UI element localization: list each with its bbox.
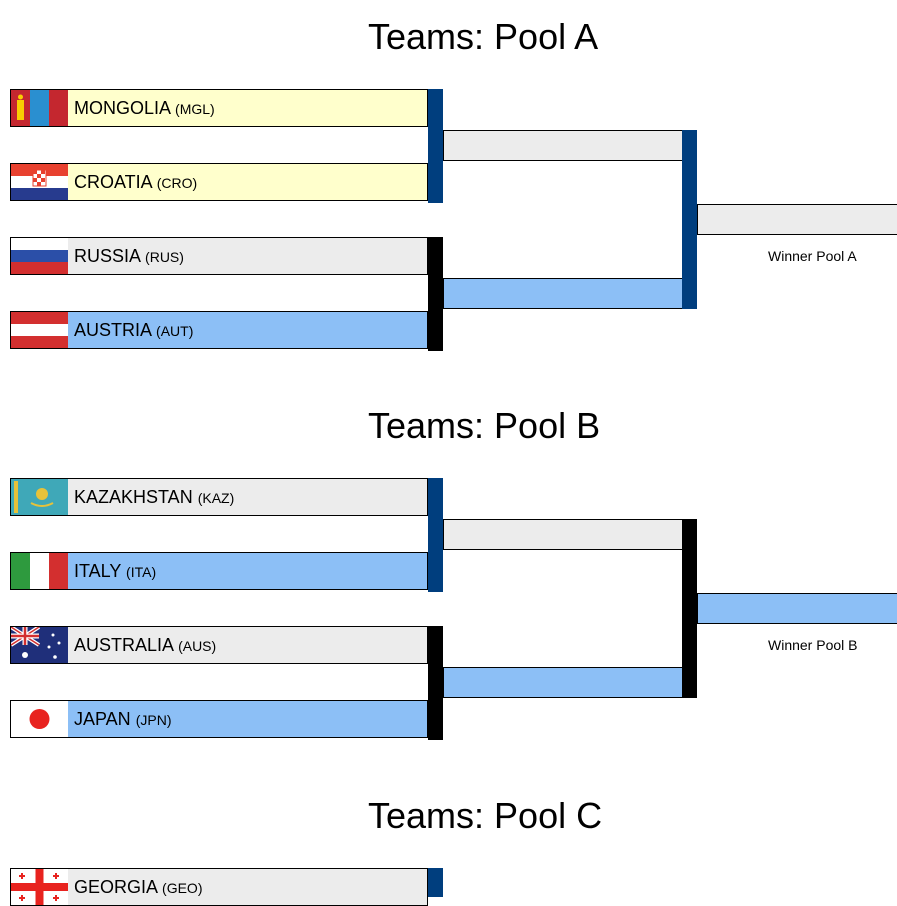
team-name: MONGOLIA (74, 98, 171, 118)
pool-title: Teams: Pool C (368, 795, 603, 836)
bracket-connector (428, 478, 443, 592)
pool-winner-slot[interactable] (697, 593, 897, 624)
team-name: KAZAKHSTAN (74, 487, 193, 507)
semifinal-slot[interactable] (443, 519, 683, 550)
pool-title: Teams: Pool B (368, 405, 601, 446)
team-code: (ITA) (126, 564, 157, 580)
bracket-connector (428, 626, 443, 740)
team-kazakhstan[interactable]: KAZAKHSTAN (KAZ) (10, 478, 428, 516)
team-name: JAPAN (74, 709, 131, 729)
australia-flag-icon (11, 627, 68, 663)
team-japan[interactable]: JAPAN (JPN) (10, 700, 428, 738)
pool-a: Teams: Pool A MONGOLIA (MGL) (0, 0, 897, 389)
team-name: AUSTRALIA (74, 635, 174, 655)
team-code: (AUS) (178, 638, 217, 654)
japan-flag-icon (11, 701, 68, 737)
team-code: (GEO) (162, 880, 203, 896)
mongolia-flag-icon (11, 90, 68, 126)
pool-title: Teams: Pool A (368, 16, 599, 57)
team-name: GEORGIA (74, 877, 158, 897)
team-name: CROATIA (74, 172, 152, 192)
team-code: (JPN) (135, 712, 172, 728)
team-code: (RUS) (145, 249, 184, 265)
winner-label: Winner Pool B (768, 637, 858, 653)
team-code: (AUT) (156, 323, 194, 339)
georgia-flag-icon (11, 869, 68, 905)
team-italy[interactable]: ITALY (ITA) (10, 552, 428, 590)
bracket-connector (428, 89, 443, 203)
russia-flag-icon (11, 238, 68, 274)
bracket-connector (682, 130, 697, 309)
team-georgia[interactable]: GEORGIA (GEO) (10, 868, 428, 906)
bracket-connector (428, 237, 443, 351)
team-code: (CRO) (156, 175, 198, 191)
team-croatia[interactable]: CROATIA (CRO) (10, 163, 428, 201)
pool-b: Teams: Pool B KAZAKHSTAN (KAZ) ITALY (I (0, 389, 897, 778)
team-russia[interactable]: RUSSIA (RUS) (10, 237, 428, 275)
austria-flag-icon (11, 312, 68, 348)
team-austria[interactable]: AUSTRIA (AUT) (10, 311, 428, 349)
team-code: (KAZ) (197, 490, 235, 506)
team-name: ITALY (74, 561, 122, 581)
team-name: RUSSIA (74, 246, 141, 266)
semifinal-slot[interactable] (443, 278, 683, 309)
bracket-connector (428, 868, 443, 897)
pool-c: Teams: Pool C GEORGIA (GEO) (0, 779, 897, 906)
croatia-flag-icon (11, 164, 68, 200)
pool-winner-slot[interactable] (697, 204, 897, 235)
kazakhstan-flag-icon (11, 479, 68, 515)
bracket-connector (682, 519, 697, 698)
semifinal-slot[interactable] (443, 130, 683, 161)
winner-label: Winner Pool A (768, 248, 857, 264)
team-name: AUSTRIA (74, 320, 152, 340)
team-code: (MGL) (175, 101, 215, 117)
semifinal-slot[interactable] (443, 667, 683, 698)
team-australia[interactable]: AUSTRALIA (AUS) (10, 626, 428, 664)
italy-flag-icon (11, 553, 68, 589)
team-mongolia[interactable]: MONGOLIA (MGL) (10, 89, 428, 127)
